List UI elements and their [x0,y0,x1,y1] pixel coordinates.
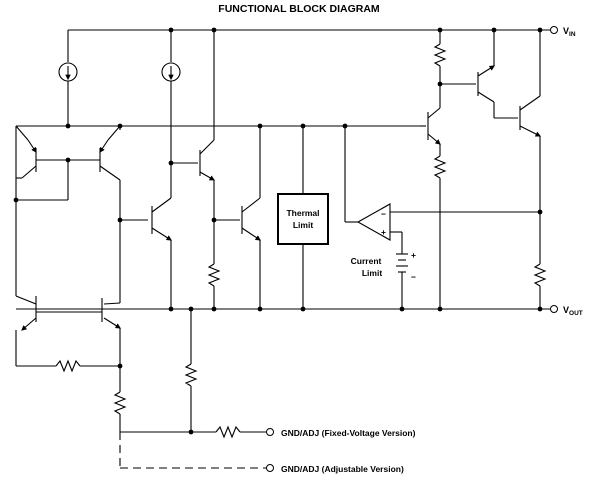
thermal-limit-block: Thermal Limit [277,126,329,309]
gnd-adj-label: GND/ADJ (Adjustable Version) [281,464,404,474]
diagram-title: FUNCTIONAL BLOCK DIAGRAM [218,3,380,15]
battery-minus: − [411,272,416,282]
amp-minus: − [381,209,386,219]
gnd-adj-terminal [266,464,274,472]
amp-plus: + [381,227,386,237]
resistor-gnd-left [113,391,127,468]
vin-label: VIN [563,26,576,38]
current-source-left-icon [58,62,78,126]
junction-dots [13,27,543,435]
ground-network [120,309,266,469]
output-darlington [420,30,547,309]
gnd-fixed-terminal [266,428,274,436]
current-label-line-1: Current [351,256,382,266]
vin-terminal [550,26,558,34]
current-label-line-2: Limit [362,268,382,278]
thermal-label-line-1: Thermal [286,208,319,218]
vin-rail [67,29,550,62]
vout-terminal [550,305,558,313]
gnd-fixed-label: GND/ADJ (Fixed-Voltage Version) [281,428,416,438]
current-source-right-icon [161,62,181,163]
battery-plus: + [411,250,416,260]
lower-current-mirror [15,295,121,392]
gain-stage-transistors [120,30,261,309]
thermal-label-line-2: Limit [293,220,313,230]
vout-label: VOUT [563,305,583,317]
input-pnp-pair [15,125,121,303]
current-limit-reference: + − Current Limit [351,250,416,309]
error-amplifier: − + [344,126,540,254]
